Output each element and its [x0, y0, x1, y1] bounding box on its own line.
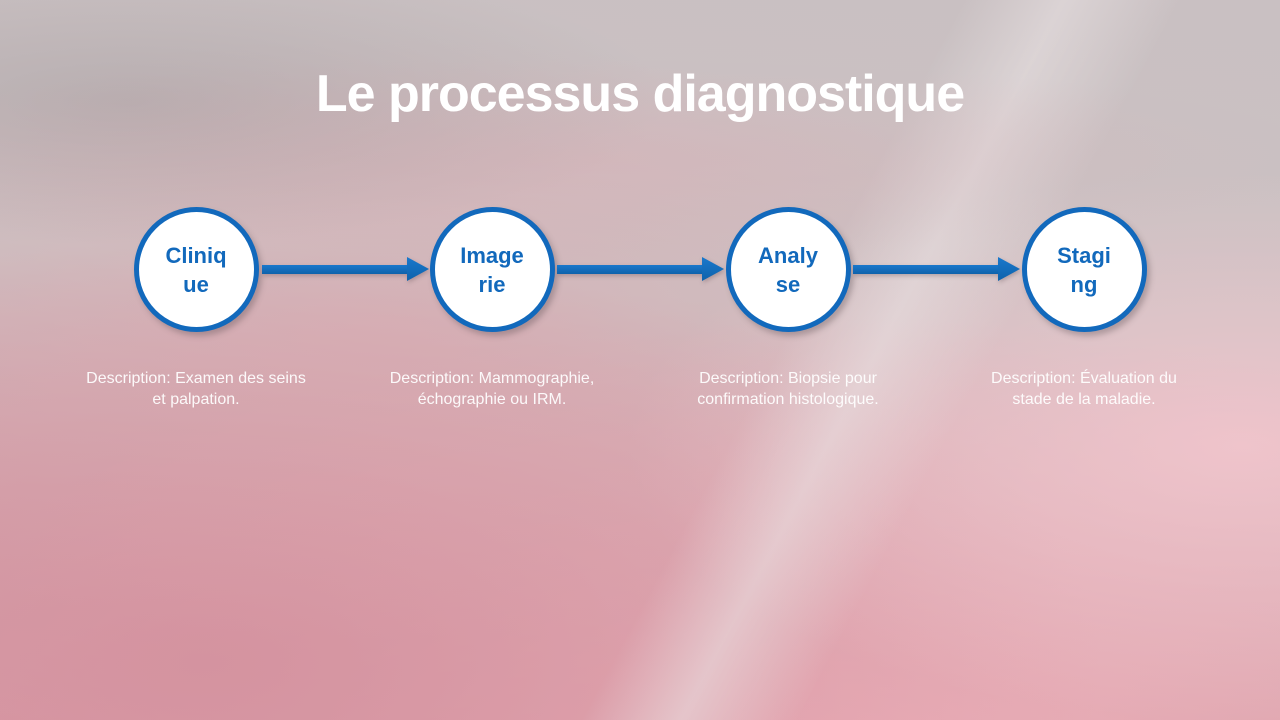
step-circle: Stagi ng [1021, 207, 1147, 332]
arrow-head [702, 257, 724, 281]
arrow-shaft [262, 264, 407, 274]
process-step-clinique: Cliniq ue Description: Examen des seins … [48, 207, 344, 410]
step-description: Description: Examen des seins et palpati… [86, 370, 306, 408]
step-description: Description: Mammographie, échographie o… [389, 370, 595, 408]
step-description: Description: Évaluation du stade de la m… [991, 370, 1177, 408]
step-description: Description: Biopsie pour confirmation h… [697, 370, 879, 408]
process-flow: Cliniq ue Description: Examen des seins … [48, 207, 1232, 410]
step-label: Image rie [460, 242, 524, 297]
process-step-staging: Stagi ng Description: Évaluation du stad… [936, 207, 1232, 410]
step-circle: Analy se [725, 207, 851, 332]
flow-arrow-icon [262, 257, 429, 281]
step-circle: Cliniq ue [133, 207, 259, 332]
process-step-imagerie: Image rie Description: Mammographie, éch… [344, 207, 640, 410]
arrow-shaft [853, 264, 998, 274]
step-label: Analy se [758, 242, 818, 297]
step-label: Cliniq ue [165, 242, 227, 297]
slide-title: Le processus diagnostique [315, 65, 965, 123]
arrow-head [407, 257, 429, 281]
arrow-shaft [557, 264, 702, 274]
step-circle: Image rie [429, 207, 555, 332]
step-label: Stagi ng [1057, 242, 1111, 297]
flow-arrow-icon [853, 257, 1020, 281]
flow-arrow-icon [557, 257, 724, 281]
arrow-head [998, 257, 1020, 281]
process-step-analyse: Analy se Description: Biopsie pour confi… [640, 207, 936, 410]
